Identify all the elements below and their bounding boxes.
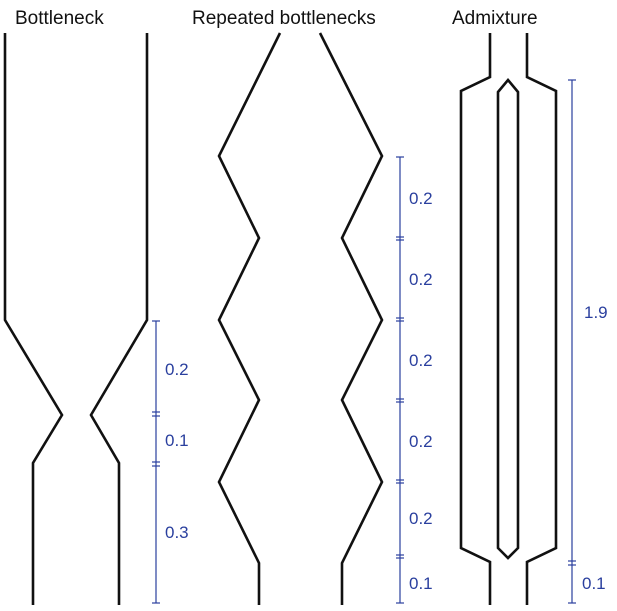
population-left-edge [459, 33, 492, 605]
interval-label: 0.2 [165, 360, 189, 379]
interval-label: 0.2 [409, 351, 433, 370]
interval-label: 0.1 [582, 574, 606, 593]
panel-repeated-bottlenecks: Repeated bottlenecks 0.2 0.2 0.2 0.2 0.2… [192, 8, 433, 605]
panel-title-admixture: Admixture [452, 8, 538, 29]
population-left-edge [3, 33, 64, 605]
population-left-edge [217, 32, 282, 605]
panel-title-repeated-bottlenecks: Repeated bottlenecks [192, 8, 376, 29]
interval-label: 0.2 [409, 432, 433, 451]
panel-bottleneck: Bottleneck 0.2 0.1 0.3 [3, 8, 189, 605]
interval-label: 0.1 [165, 431, 189, 450]
interval-label: 0.1 [409, 574, 433, 593]
time-scale-bar: 0.2 0.1 0.3 [152, 320, 189, 604]
interval-label: 0.2 [409, 189, 433, 208]
interval-label: 1.9 [584, 303, 608, 322]
population-right-edge [525, 33, 558, 605]
panel-title-bottleneck: Bottleneck [15, 8, 104, 29]
population-right-edge [89, 33, 149, 605]
interval-label: 0.2 [409, 270, 433, 289]
interval-label: 0.3 [165, 523, 189, 542]
time-scale-bar: 0.2 0.2 0.2 0.2 0.2 0.1 [396, 156, 433, 604]
time-scale-bar: 1.9 0.1 [568, 79, 608, 604]
interval-label: 0.2 [409, 509, 433, 528]
population-right-edge [318, 32, 384, 605]
panel-admixture: Admixture 1.9 0.1 [452, 8, 608, 605]
admixed-lineage-outline [496, 77, 520, 560]
